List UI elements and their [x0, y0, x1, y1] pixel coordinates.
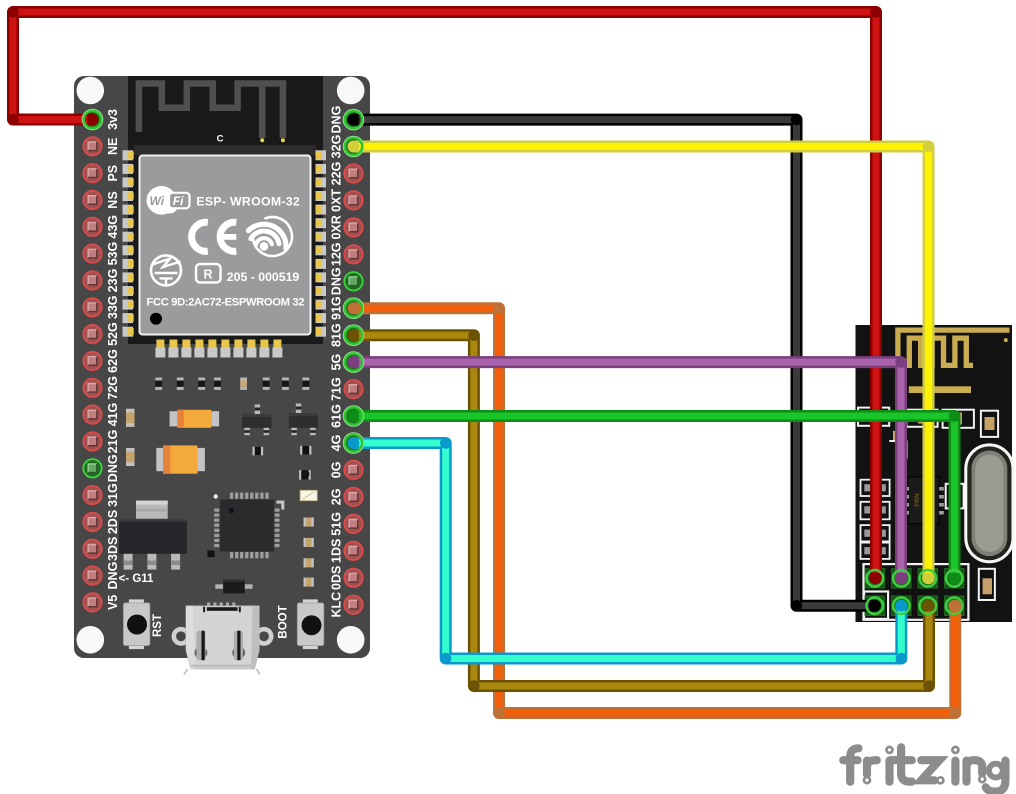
svg-text:61G: 61G	[330, 404, 344, 428]
svg-text:12G: 12G	[330, 242, 344, 266]
svg-text:3DS: 3DS	[106, 537, 120, 561]
svg-text:22G: 22G	[330, 162, 344, 186]
svg-text:5G: 5G	[330, 354, 344, 371]
svg-text:205 - 000519: 205 - 000519	[227, 270, 300, 284]
svg-text:RST: RST	[152, 614, 164, 637]
svg-text:52G: 52G	[106, 322, 120, 346]
svg-text:ESP- WROOM-32: ESP- WROOM-32	[196, 195, 300, 209]
svg-text:72G: 72G	[106, 376, 120, 400]
svg-text:Fi: Fi	[173, 194, 184, 208]
svg-text:DNG: DNG	[106, 454, 120, 482]
svg-text:V5: V5	[106, 595, 120, 610]
svg-text:0XR: 0XR	[330, 215, 344, 239]
svg-text:41G: 41G	[106, 403, 120, 427]
svg-text:NE: NE	[106, 138, 120, 155]
svg-text:62G: 62G	[106, 349, 120, 373]
svg-text:BOOT: BOOT	[278, 605, 290, 638]
svg-text:Wi: Wi	[150, 194, 165, 208]
svg-text:R: R	[203, 268, 212, 282]
svg-text:51G: 51G	[330, 512, 344, 536]
svg-text:PS: PS	[106, 165, 120, 182]
svg-text:1DS: 1DS	[330, 539, 344, 563]
svg-text:DNG: DNG	[330, 106, 344, 134]
svg-text:C: C	[217, 134, 224, 145]
svg-text:33G: 33G	[106, 295, 120, 319]
svg-text:71G: 71G	[330, 377, 344, 401]
svg-text:0G: 0G	[330, 462, 344, 479]
svg-text:DNG: DNG	[330, 267, 344, 295]
svg-text:53G: 53G	[106, 242, 120, 266]
svg-text:FRN: FRN	[914, 493, 921, 507]
svg-text:FCC 9D:2AC72-ESPWROOM 32: FCC 9D:2AC72-ESPWROOM 32	[147, 297, 305, 309]
svg-text:2DS: 2DS	[106, 510, 120, 534]
svg-text:32G: 32G	[330, 135, 344, 159]
svg-text:81G: 81G	[330, 323, 344, 347]
svg-text:KLC: KLC	[330, 592, 344, 618]
svg-text:43G: 43G	[106, 215, 120, 239]
svg-text:<- G11: <- G11	[119, 573, 154, 585]
svg-text:0DS: 0DS	[330, 566, 344, 590]
svg-text:NS: NS	[106, 191, 120, 208]
svg-text:91G: 91G	[330, 296, 344, 320]
svg-text:31G: 31G	[106, 483, 120, 507]
svg-text:23G: 23G	[106, 269, 120, 293]
svg-text:21G: 21G	[106, 430, 120, 454]
svg-text:0XT: 0XT	[330, 189, 344, 212]
svg-text:4G: 4G	[330, 435, 344, 452]
svg-text:DNG: DNG	[106, 562, 120, 590]
svg-text:2G: 2G	[330, 489, 344, 506]
svg-text:3v3: 3v3	[106, 109, 120, 130]
